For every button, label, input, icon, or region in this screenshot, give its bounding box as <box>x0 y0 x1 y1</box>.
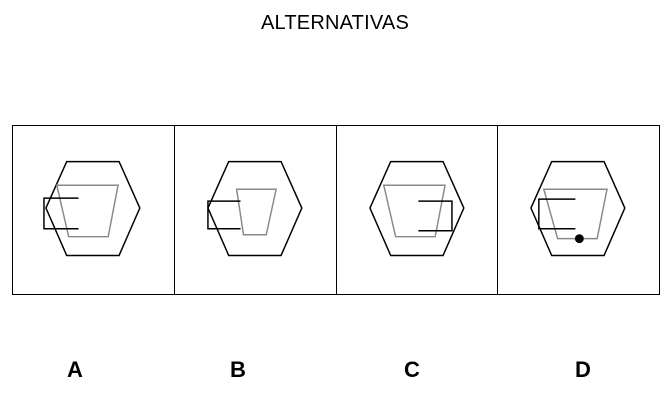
option-b-label: B <box>230 357 246 382</box>
option-a-figure <box>43 160 141 257</box>
option-b-figure <box>206 160 303 257</box>
option-c-figure <box>368 160 465 257</box>
option-c-label: C <box>404 357 420 382</box>
bracket-shape <box>417 200 453 232</box>
trapezoid-shape <box>382 184 446 238</box>
option-d-figure <box>530 160 626 257</box>
bracket-shape <box>206 200 241 230</box>
trapezoid-shape <box>235 188 277 236</box>
bracket-shape <box>538 198 576 230</box>
page-title: ALTERNATIVAS <box>261 12 409 34</box>
option-b-panel[interactable] <box>175 126 337 294</box>
option-d-label: D <box>575 357 591 382</box>
hexagon-shape <box>45 160 141 257</box>
hexagon-shape <box>530 160 626 257</box>
trapezoid-shape <box>55 184 119 238</box>
hexagon-shape <box>206 160 303 257</box>
bracket-shape <box>43 197 79 230</box>
dot-marker <box>575 234 585 244</box>
option-c-panel[interactable] <box>337 126 499 294</box>
option-a-panel[interactable] <box>13 126 175 294</box>
trapezoid-shape <box>543 188 609 240</box>
hexagon-shape <box>368 160 465 257</box>
option-d-panel[interactable] <box>498 126 659 294</box>
option-a-label: A <box>67 357 83 382</box>
alternatives-strip <box>12 125 660 295</box>
